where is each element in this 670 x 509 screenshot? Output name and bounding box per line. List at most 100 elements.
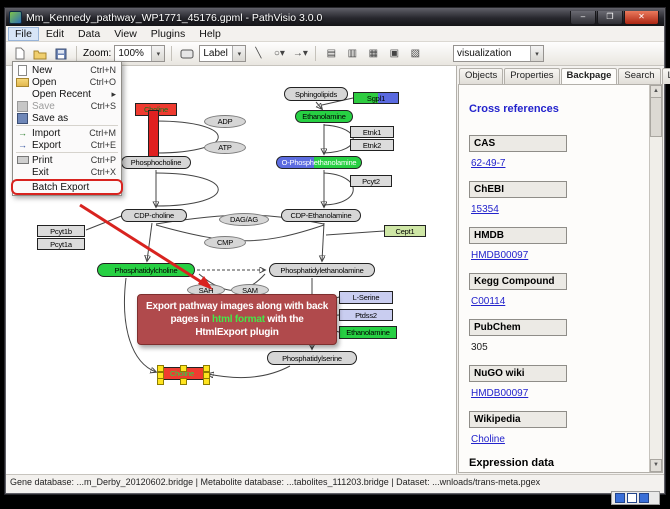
node-cmp[interactable]: CMP — [204, 236, 246, 249]
visualization-value: visualization — [457, 48, 512, 59]
node-phosphatidylcholine[interactable]: Phosphatidylcholine — [97, 263, 195, 277]
node-dag[interactable]: DAG/AG — [219, 213, 269, 226]
menubar-item-edit[interactable]: Edit — [45, 27, 65, 40]
backpage-section-title: CAS — [469, 135, 567, 152]
menu-item-label: Batch Export — [32, 181, 90, 193]
file-menu-item-save-as[interactable]: Save as — [13, 112, 121, 124]
zoom-combo[interactable]: 100% ▾ — [114, 45, 166, 62]
node-o-phosphethanolamine[interactable]: O-Phosphethanolamine — [276, 156, 362, 169]
toolbar-separator — [76, 46, 77, 61]
capture-button[interactable] — [627, 493, 637, 503]
menubar-item-data[interactable]: Data — [78, 27, 101, 40]
backpage-section-title: NuGO wiki — [469, 365, 567, 382]
node-choline-selected[interactable]: Choline — [157, 365, 210, 385]
node-cept1[interactable]: Cept1 — [384, 225, 426, 237]
save-button[interactable] — [52, 45, 70, 63]
menu-item-label: Export — [32, 139, 61, 151]
node-ethanolamine-lower[interactable]: Ethanolamine — [339, 326, 397, 339]
menu-separator — [16, 152, 118, 153]
group-button[interactable]: ▧ — [406, 45, 424, 63]
menubar-item-help[interactable]: Help — [199, 27, 221, 40]
menu-item-label: Open — [32, 76, 57, 88]
connector-tool-button[interactable]: →▾ — [291, 45, 309, 63]
maximize-button[interactable]: ❐ — [597, 10, 623, 25]
crossref-link[interactable]: 15354 — [471, 204, 499, 215]
node-atp[interactable]: ATP — [204, 141, 246, 154]
crossref-link[interactable]: 62-49-7 — [471, 158, 506, 169]
visualization-combo[interactable]: visualization ▾ — [453, 45, 544, 62]
node-cdp-ethanolamine[interactable]: CDP-Ethanolamine — [281, 209, 361, 222]
menu-shortcut: Ctrl+S — [90, 101, 116, 111]
node-pcyt1b[interactable]: Pcyt1b — [37, 225, 85, 237]
pathway-canvas[interactable]: SphingolipidsSgpl1CholineEthanolamineEtn… — [6, 66, 457, 474]
print-icon — [16, 155, 29, 166]
capture-button[interactable] — [615, 493, 625, 503]
node-phosphocholine[interactable]: Phosphocholine — [121, 156, 191, 169]
node-phosphatidylethanolamine[interactable]: Phosphatidylethanolamine — [269, 263, 375, 277]
backpage-section-title: ChEBI — [469, 181, 567, 198]
backpage-section-title: Kegg Compound — [469, 273, 567, 290]
node-etnk1[interactable]: Etnk1 — [350, 126, 394, 138]
panel-scrollbar[interactable]: ▲ ▼ — [649, 85, 662, 472]
file-menu-item-open-recent[interactable]: Open Recent▸ — [13, 88, 121, 100]
crossref-link[interactable]: Choline — [471, 434, 505, 445]
node-cdp-choline[interactable]: CDP-choline — [121, 209, 187, 222]
tab-legend[interactable]: Legend — [661, 68, 670, 84]
open-button[interactable] — [31, 45, 49, 63]
node-pcyt1a[interactable]: Pcyt1a — [37, 238, 85, 250]
crossref-link[interactable]: HMDB00097 — [471, 388, 529, 399]
tab-search[interactable]: Search — [618, 68, 661, 84]
tab-objects[interactable]: Objects — [459, 68, 504, 84]
crossref-link[interactable]: HMDB00097 — [471, 250, 529, 261]
chevron-down-icon: ▾ — [232, 46, 246, 61]
node-ptdss2[interactable]: Ptdss2 — [339, 309, 393, 321]
selection-handle[interactable] — [157, 378, 164, 385]
saveas-icon — [16, 112, 29, 124]
crossref-link[interactable]: C00114 — [471, 296, 506, 307]
scroll-down-icon[interactable]: ▼ — [650, 459, 662, 472]
group-icon: ▧ — [410, 48, 421, 59]
selection-handle[interactable] — [180, 378, 187, 385]
menu-item-label: Exit — [32, 166, 49, 178]
tab-properties[interactable]: Properties — [504, 68, 560, 84]
tab-backpage[interactable]: Backpage — [560, 68, 618, 84]
new-button[interactable] — [10, 45, 28, 63]
datanode-icon — [180, 49, 194, 58]
align-left-button[interactable]: ▤ — [322, 45, 340, 63]
file-menu-item-batch-export[interactable]: Batch Export — [13, 181, 121, 193]
shape-tool-button[interactable]: ○▾ — [270, 45, 288, 63]
node-sphingolipids[interactable]: Sphingolipids — [284, 87, 348, 101]
line-tool-button[interactable]: ╲ — [249, 45, 267, 63]
node-ethanolamine-top[interactable]: Ethanolamine — [295, 110, 353, 123]
minimize-button[interactable]: – — [570, 10, 596, 25]
align-center-button[interactable]: ▥ — [343, 45, 361, 63]
menubar-item-file[interactable]: File — [8, 26, 39, 41]
node-l-serine[interactable]: L-Serine — [339, 291, 393, 304]
toolbar-separator — [315, 46, 317, 61]
menubar-item-plugins[interactable]: Plugins — [150, 27, 186, 40]
label-tool-text: Label — [203, 48, 228, 59]
node-adp[interactable]: ADP — [204, 115, 246, 128]
node-pcyt2[interactable]: Pcyt2 — [350, 175, 392, 187]
distribute-button[interactable]: ▦ — [364, 45, 382, 63]
label-tool-combo[interactable]: Label ▾ — [199, 45, 247, 62]
datanode-tool-button[interactable] — [178, 45, 196, 63]
node-phosphatidylserine[interactable]: Phosphatidylserine — [267, 351, 357, 365]
node-etnk2[interactable]: Etnk2 — [350, 139, 394, 151]
selection-handle[interactable] — [180, 365, 187, 372]
close-button[interactable]: ✕ — [624, 10, 659, 25]
node-sgpl1[interactable]: Sgpl1 — [353, 92, 399, 104]
side-panel: ObjectsPropertiesBackpageSearchLegend Cr… — [457, 66, 670, 474]
menubar-item-view[interactable]: View — [114, 27, 137, 40]
capture-button[interactable] — [639, 493, 649, 503]
selection-handle[interactable] — [203, 378, 210, 385]
scrollbar-thumb[interactable] — [650, 97, 662, 137]
stack-button[interactable]: ▣ — [385, 45, 403, 63]
